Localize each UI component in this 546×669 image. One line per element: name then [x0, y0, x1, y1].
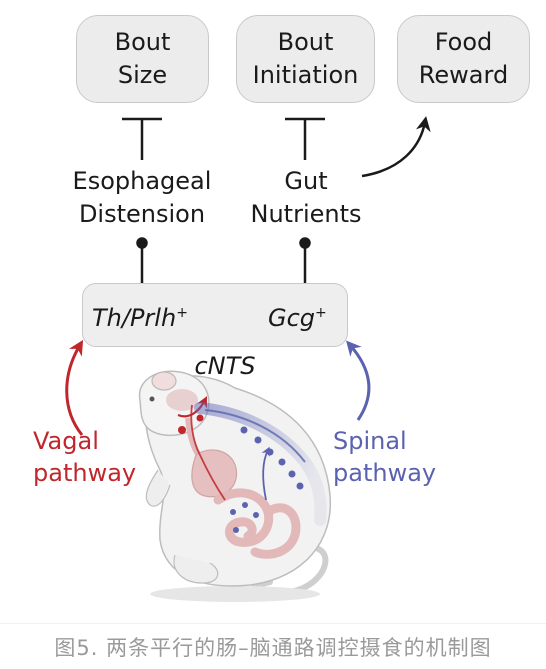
vagal-line1: Vagal [33, 427, 99, 455]
bout-size-line2: Size [117, 61, 168, 89]
bout-size-line1: Bout [114, 28, 171, 56]
inhibit-bout-initiation [285, 117, 325, 160]
th-prlh-gene: Th/Prlh [92, 304, 177, 332]
mouse-illustration [138, 370, 332, 602]
esophageal-line2: Distension [78, 200, 206, 228]
th-prlh-sup: + [176, 305, 188, 321]
bout-initiation-line2: Initiation [252, 61, 359, 89]
food-reward-box: Food Reward [397, 15, 530, 103]
food-reward-line2: Reward [418, 61, 509, 89]
gcg-sup: + [315, 305, 327, 321]
inhibit-bout-size [122, 117, 162, 160]
spinal-arrow [346, 340, 371, 421]
figure-caption: 图5. 两条平行的肠–脑通路调控摄食的机制图 [0, 623, 546, 669]
gut-connector [299, 237, 311, 285]
gut-line2: Nutrients [250, 200, 362, 228]
vagal-arrow [65, 339, 84, 436]
bout-size-box: Bout Size [76, 15, 209, 103]
vagal-pathway-label: Vagal pathway [33, 425, 136, 489]
spinal-pathway-label: Spinal pathway [333, 425, 436, 489]
esophageal-connector [136, 237, 148, 285]
cnts-neuron-box [82, 283, 348, 347]
spinal-line2: pathway [333, 459, 437, 487]
gcg-gene: Gcg [268, 304, 316, 332]
bout-initiation-box: Bout Initiation [236, 15, 375, 103]
esophageal-line1: Esophageal [72, 167, 212, 195]
spinal-line1: Spinal [333, 427, 407, 455]
diagram-graphics [65, 116, 431, 602]
gut-line1: Gut [284, 167, 328, 195]
food-reward-line1: Food [434, 28, 493, 56]
figure: Bout Size Bout Initiation Food Reward Es… [33, 15, 530, 602]
esophageal-distension-label: Esophageal Distension [52, 165, 232, 231]
th-prlh-label: Th/Prlh+ [92, 297, 202, 335]
gut-nutrients-label: Gut Nutrients [244, 165, 368, 231]
gcg-label: Gcg+ [268, 297, 344, 335]
cnts-label: cNTS [194, 352, 256, 380]
reward-arrow [361, 116, 431, 178]
vagal-line2: pathway [33, 459, 137, 487]
bout-initiation-line1: Bout [277, 28, 334, 56]
